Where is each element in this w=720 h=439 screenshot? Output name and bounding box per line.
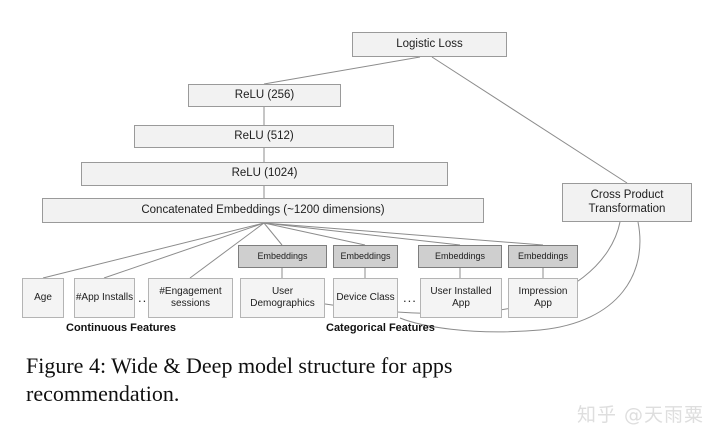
node-embeddings-4[interactable]: Embeddings	[508, 245, 578, 268]
label-continuous-features: Continuous Features	[66, 322, 177, 334]
node-feature-engagement-sessions[interactable]: #Engagement sessions	[148, 278, 233, 318]
node-relu-256[interactable]: ReLU (256)	[188, 84, 341, 107]
caption-line-2: recommendation.	[26, 381, 180, 407]
node-label: Impression App	[518, 286, 568, 309]
node-feature-user-demographics[interactable]: User Demographics	[240, 278, 325, 318]
node-label: Embeddings	[257, 251, 308, 262]
node-logistic-loss[interactable]: Logistic Loss	[352, 32, 507, 57]
node-concatenated-embeddings[interactable]: Concatenated Embeddings (~1200 dimension…	[42, 198, 484, 223]
node-relu-1024[interactable]: ReLU (1024)	[81, 162, 448, 186]
node-feature-age[interactable]: Age	[22, 278, 64, 318]
node-label: Logistic Loss	[396, 37, 463, 50]
node-label: #App Installs	[75, 292, 134, 304]
node-label: User Demographics	[250, 286, 315, 309]
node-label: ReLU (512)	[234, 129, 294, 142]
categorical-ellipsis: ...	[403, 290, 417, 305]
node-embeddings-2[interactable]: Embeddings	[333, 245, 398, 268]
node-label: ReLU (256)	[234, 88, 295, 101]
figure-caption: Figure 4: Wide & Deep model structure fo…	[26, 352, 694, 408]
node-label: Embeddings	[434, 251, 486, 262]
label-categorical-features: Categorical Features	[326, 322, 435, 334]
node-feature-device-class[interactable]: Device Class	[333, 278, 398, 318]
figure-diagram: Logistic Loss ReLU (256) ReLU (512) ReLU…	[22, 32, 692, 334]
node-feature-user-installed-app[interactable]: User Installed App	[420, 278, 502, 318]
node-embeddings-3[interactable]: Embeddings	[418, 245, 502, 268]
caption-line-1: Figure 4: Wide & Deep model structure fo…	[26, 353, 453, 378]
continuous-ellipsis: ...	[138, 290, 152, 305]
node-label: Embeddings	[340, 251, 391, 262]
node-label: Age	[34, 292, 52, 304]
node-label: Embeddings	[517, 251, 569, 262]
node-cross-product-transformation[interactable]: Cross Product Transformation	[562, 183, 692, 222]
node-label: #Engagement sessions	[159, 286, 222, 309]
node-label: Device Class	[336, 292, 395, 304]
node-embeddings-1[interactable]: Embeddings	[238, 245, 327, 268]
node-feature-app-installs[interactable]: #App Installs	[74, 278, 135, 318]
node-label: Cross Product Transformation	[588, 188, 666, 215]
node-feature-impression-app[interactable]: Impression App	[508, 278, 578, 318]
node-label: ReLU (1024)	[231, 167, 298, 180]
node-label: Concatenated Embeddings (~1200 dimension…	[141, 203, 385, 216]
watermark: 知乎 @天雨粟	[576, 404, 704, 426]
node-label: User Installed App	[430, 286, 492, 309]
node-relu-512[interactable]: ReLU (512)	[134, 125, 394, 148]
